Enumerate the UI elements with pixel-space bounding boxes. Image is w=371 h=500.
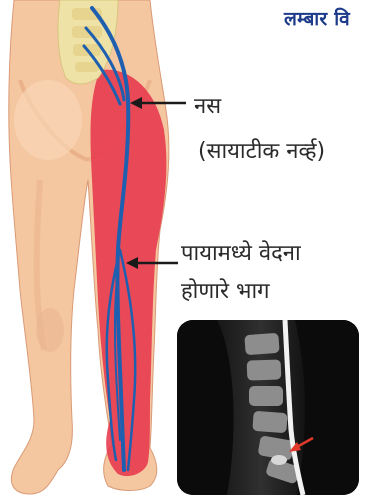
mri-scan-image — [177, 320, 359, 495]
nerve-label-detail: (सायाटीक नर्व्ह) — [198, 136, 325, 168]
herniated-disc — [271, 455, 287, 465]
pain-area-label-line2: होणारे भाग — [181, 276, 270, 308]
page-title: लम्बार वि — [284, 5, 350, 31]
nerve-label: नस — [194, 91, 221, 123]
pain-area-label: पायामध्ये वेदना — [181, 238, 301, 270]
